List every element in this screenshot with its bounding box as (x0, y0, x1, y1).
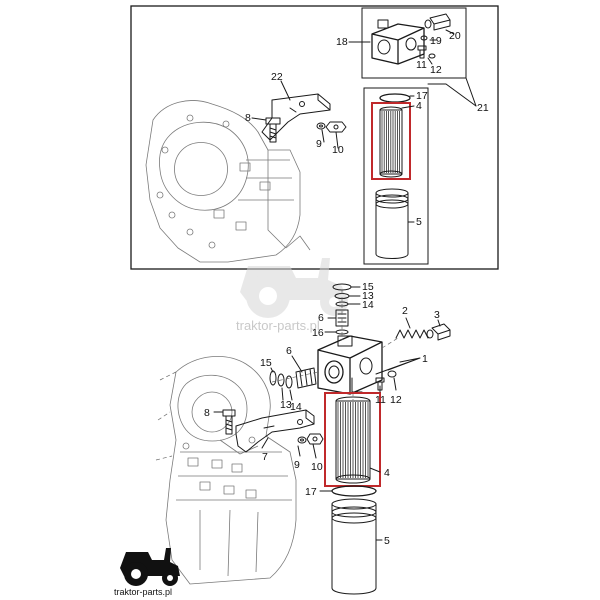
gearbox-housing-outline-bottom (155, 356, 297, 585)
callout-12: 12 (430, 64, 442, 76)
screw-11-top (417, 45, 427, 59)
callout-9: 9 (316, 138, 322, 150)
gearbox-housing-outline (145, 100, 311, 263)
washer-14-left (277, 373, 285, 387)
fitting-3 (426, 323, 451, 341)
watermark-tractor-logo (240, 258, 348, 318)
filter-element-4-bottom (335, 396, 371, 484)
filter-bowl-5-bottom (331, 498, 377, 595)
callout-9-bottom: 9 (294, 459, 300, 471)
washer-12-bottom (387, 370, 397, 378)
filter-bowl-5-top (375, 188, 409, 259)
callout-8-bottom: 8 (204, 407, 210, 419)
callout-20: 20 (449, 30, 461, 42)
callout-5: 5 (416, 216, 422, 228)
top-leader-lines (251, 29, 477, 223)
callout-6-upper: 6 (318, 312, 324, 324)
callout-13-upper: 13 (362, 290, 374, 302)
filter-element-4-top (379, 106, 403, 178)
callout-16: 16 (312, 327, 324, 339)
bolt-8 (265, 117, 281, 143)
callout-11-bottom: 11 (375, 394, 386, 406)
nut-10-bottom (306, 433, 324, 445)
callout-15-upper: 15 (362, 281, 374, 293)
filter-head-1 (317, 335, 383, 395)
callout-18: 18 (336, 36, 348, 48)
callout-17-bottom: 17 (305, 486, 317, 498)
filter-element-highlight-top (371, 102, 411, 180)
callout-2: 2 (402, 305, 408, 317)
watermark-text: traktor-parts.pl (236, 318, 320, 333)
callout-5-bottom: 5 (384, 535, 390, 547)
callout-17: 17 (416, 90, 428, 102)
logo-text: traktor-parts.pl (114, 587, 172, 597)
washer-13-left (285, 375, 293, 389)
washer-9-bottom (297, 436, 307, 444)
callout-21: 21 (477, 102, 489, 114)
filter-head-inset-frame (361, 7, 467, 79)
o-ring-17-bottom (331, 485, 377, 497)
callout-10: 10 (332, 144, 344, 156)
callout-19: 19 (430, 35, 442, 47)
callout-1: 1 (422, 353, 428, 365)
callout-14-left: 14 (290, 401, 302, 413)
mounting-bracket-7 (235, 409, 315, 453)
callout-8: 8 (245, 112, 251, 124)
mounting-bracket-22 (261, 93, 331, 141)
callout-13-left: 13 (280, 399, 292, 411)
callout-4: 4 (416, 100, 422, 112)
top-panel-frame (130, 5, 499, 270)
spring-2 (395, 329, 429, 339)
washer-12-top (428, 53, 436, 59)
bottom-diagram: 15 13 14 6 16 2 3 15 6 14 13 1 11 12 8 7… (155, 281, 451, 595)
washer-9 (316, 122, 326, 130)
nut-10 (325, 121, 347, 133)
callout-12-bottom: 12 (390, 394, 402, 406)
top-panel: 18 19 20 11 12 22 17 4 21 8 9 10 5 (130, 5, 499, 270)
tractor-logo-icon (120, 548, 180, 586)
callout-3: 3 (434, 309, 440, 321)
callout-7: 7 (262, 451, 268, 463)
callout-14-upper: 14 (362, 299, 374, 311)
callout-11: 11 (416, 59, 427, 71)
fitting-20 (424, 13, 451, 31)
callout-10-bottom: 10 (311, 461, 323, 473)
washer-19 (420, 35, 428, 41)
callout-4-bottom: 4 (384, 467, 390, 479)
callout-15-left: 15 (260, 357, 272, 369)
callout-22: 22 (271, 71, 283, 83)
valve-6-left (295, 367, 317, 389)
callout-6-left: 6 (286, 345, 292, 357)
o-ring-15-left (269, 370, 277, 386)
bolt-8-bottom (222, 409, 236, 435)
bottom-leader-lines (213, 286, 441, 541)
